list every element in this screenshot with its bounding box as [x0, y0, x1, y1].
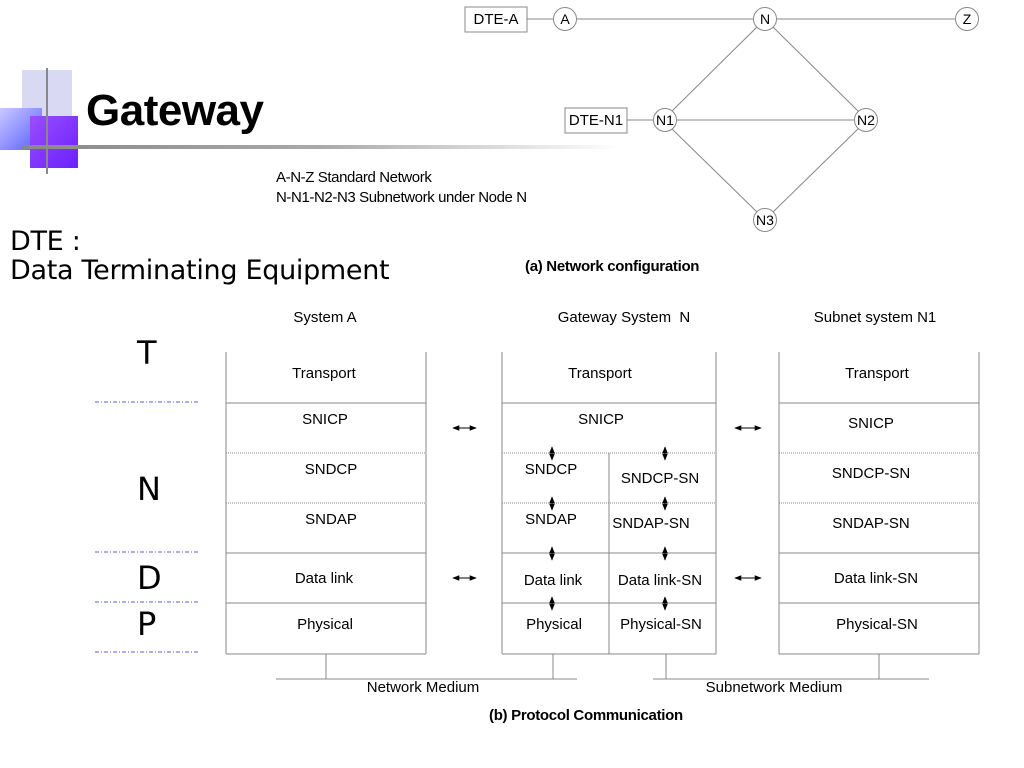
subnet-layer-sndap-sn: SNDAP-SN [832, 515, 910, 532]
system-a-stack [225, 352, 427, 655]
gateway-layers: Transport SNICP SNDCP SNDAP Data link Ph… [524, 365, 702, 633]
system-a-layer-sndap: SNDAP [305, 511, 357, 528]
link-n1-n3 [670, 127, 758, 213]
subnet-layers: Transport SNICP SNDCP-SN SNDAP-SN Data l… [832, 365, 918, 633]
gateway-right-layer-sndap-sn: SNDAP-SN [612, 515, 690, 532]
dte-definition-term: DTE : [10, 226, 81, 257]
subnet-layer-datalink-sn: Data link-SN [834, 570, 918, 587]
layer-letter-transport: T [137, 334, 157, 372]
node-z-label: Z [963, 11, 972, 27]
subnet-stack [778, 352, 980, 655]
gateway-system-title: Gateway System N [558, 309, 691, 326]
network-notes: A-N-Z Standard Network N-N1-N2-N3 Subnet… [276, 168, 527, 208]
node-n-label: N [760, 11, 770, 27]
gateway-layer-transport: Transport [568, 365, 632, 382]
link-n-n1 [670, 26, 758, 113]
page-title: Gateway [86, 86, 264, 135]
system-a-layer-physical: Physical [297, 616, 353, 633]
node-z: Z [955, 7, 979, 31]
node-n3-label: N3 [756, 212, 774, 228]
note-line-1: A-N-Z Standard Network [276, 169, 432, 186]
node-n2: N2 [854, 108, 878, 132]
gateway-stack [501, 352, 717, 655]
gateway-left-layer-physical: Physical [526, 616, 582, 633]
network-medium-label: Network Medium [367, 679, 480, 696]
node-n: N [753, 7, 777, 31]
gateway-left-layer-sndap: SNDAP [525, 511, 577, 528]
system-a-layer-sndcp: SNDCP [305, 461, 358, 478]
network-configuration [527, 18, 955, 213]
dte-definition: DTE : Data Terminating Equipment [10, 226, 390, 286]
node-n1: N1 [653, 108, 677, 132]
subnet-layer-snicp: SNICP [848, 415, 894, 432]
note-line-2: N-N1-N2-N3 Subnetwork under Node N [276, 189, 527, 206]
link-n2-n3 [772, 127, 860, 213]
system-a-layer-transport: Transport [292, 365, 356, 382]
system-a-layer-snicp: SNICP [302, 411, 348, 428]
dte-n1-box: DTE-N1 [564, 107, 628, 134]
link-n-n2 [772, 26, 860, 113]
layer-separators [95, 401, 198, 653]
caption-protocol-communication: (b) Protocol Communication [489, 707, 683, 724]
gateway-right-layer-datalink-sn: Data link-SN [618, 572, 702, 589]
layer-letter-network: N [137, 470, 161, 508]
node-a: A [553, 7, 577, 31]
media-lines [276, 654, 929, 680]
system-a-title: System A [293, 309, 356, 326]
subnet-system-title: Subnet system N1 [814, 309, 937, 326]
system-a-layers: Transport SNICP SNDCP SNDAP Data link Ph… [292, 365, 357, 633]
accent-vertical-line [46, 68, 48, 174]
peer-arrows [452, 425, 762, 581]
gateway-vertical-arrows [549, 446, 668, 611]
subnet-layer-physical-sn: Physical-SN [836, 616, 918, 633]
node-n3: N3 [753, 208, 777, 232]
accent-square-purple [30, 116, 78, 168]
gateway-left-layer-sndcp: SNDCP [525, 461, 578, 478]
subnet-layer-transport: Transport [845, 365, 909, 382]
dte-definition-meaning: Data Terminating Equipment [10, 255, 390, 286]
caption-network-configuration: (a) Network configuration [525, 258, 700, 275]
node-n2-label: N2 [857, 112, 875, 128]
system-a-layer-datalink: Data link [295, 570, 354, 587]
dte-n1-label: DTE-N1 [569, 112, 623, 129]
node-n1-label: N1 [656, 112, 674, 128]
gateway-layer-snicp: SNICP [578, 411, 624, 428]
gateway-right-layer-sndcp-sn: SNDCP-SN [621, 470, 699, 487]
subnetwork-medium-label: Subnetwork Medium [706, 679, 843, 696]
gateway-right-layer-physical-sn: Physical-SN [620, 616, 702, 633]
dte-a-label: DTE-A [474, 11, 519, 28]
title-underline [22, 145, 622, 149]
dte-a-box: DTE-A [464, 6, 528, 33]
subnet-layer-sndcp-sn: SNDCP-SN [832, 465, 910, 482]
node-a-label: A [560, 11, 570, 27]
layer-letter-physical: P [137, 605, 157, 643]
gateway-left-layer-datalink: Data link [524, 572, 583, 589]
layer-letter-datalink: D [137, 559, 162, 597]
